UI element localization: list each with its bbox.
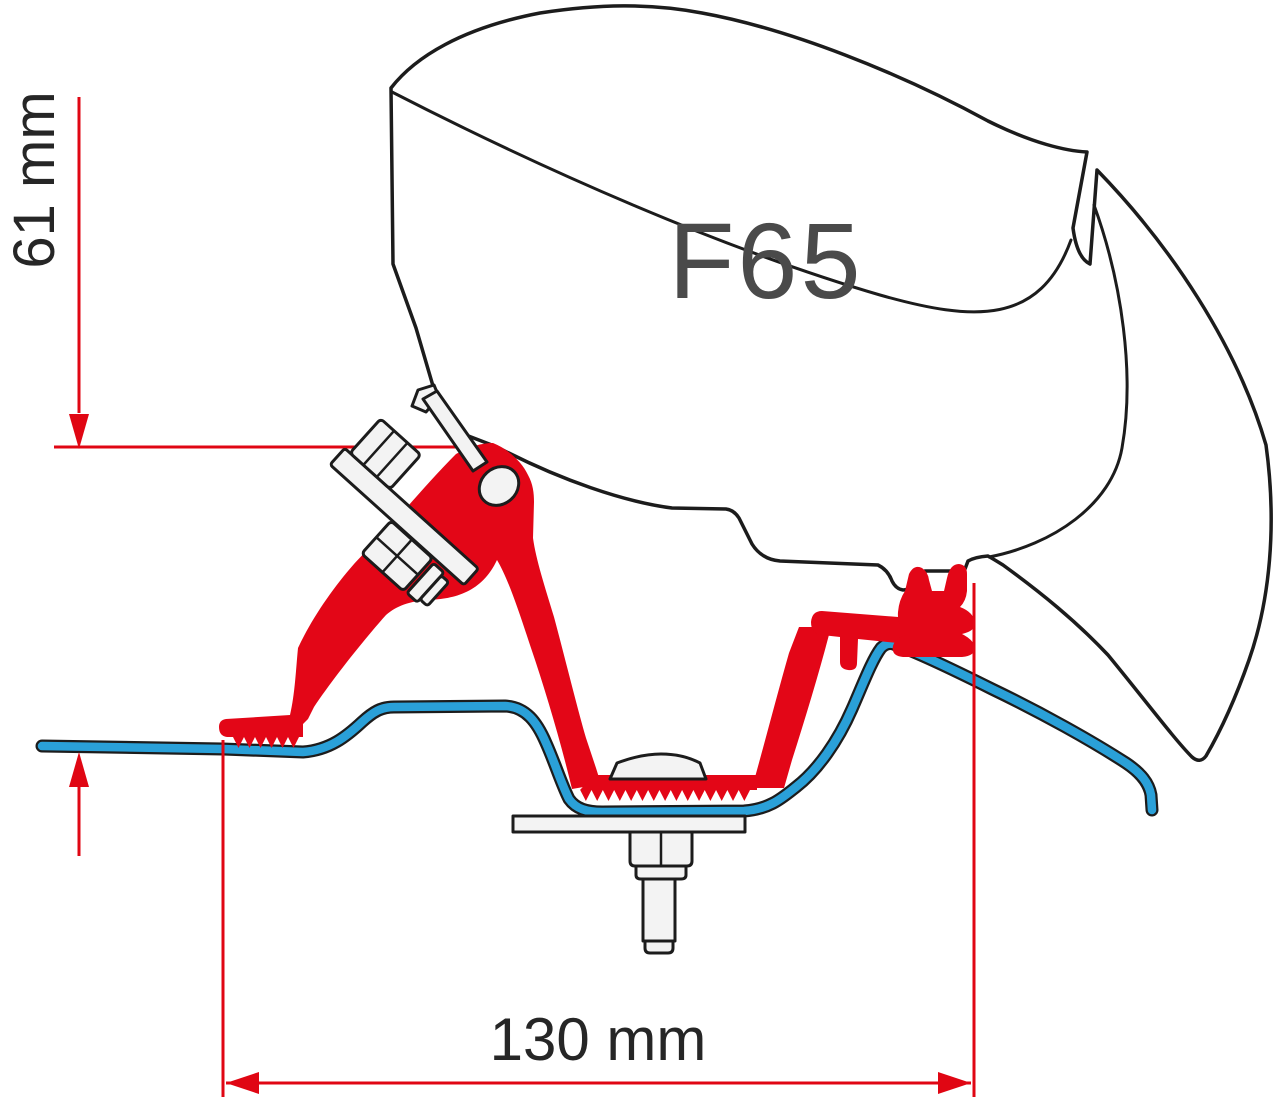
adapter-front-bracket xyxy=(219,443,601,789)
adapter-rear-clamp xyxy=(892,564,976,657)
width-dimension-label: 130 mm xyxy=(490,1006,707,1073)
clamp-washer-cap xyxy=(419,575,450,607)
awning-lid-edge-line xyxy=(987,203,1129,559)
product-label: F65 xyxy=(668,200,863,321)
roof-bolt-flange xyxy=(634,864,688,881)
bolt-cluster xyxy=(329,418,479,607)
adapter-channel-right-wall xyxy=(752,627,831,788)
clamp-bolt-head xyxy=(350,418,421,489)
roof-profile-highlight xyxy=(37,639,1157,817)
arrow-left-icon xyxy=(226,1072,259,1094)
mounting-blade xyxy=(421,389,489,473)
dimension-annotations xyxy=(54,97,976,1097)
awning-body xyxy=(389,4,1273,762)
channel-dome-nut xyxy=(608,752,708,781)
dimension-arrowheads xyxy=(69,414,971,1094)
roof-bolt-shank xyxy=(641,877,677,943)
arrow-up-icon xyxy=(69,752,89,787)
clamp-nut-facets xyxy=(375,536,419,576)
awning-outline xyxy=(389,4,1273,762)
arrow-right-icon xyxy=(938,1072,971,1094)
rail-bead xyxy=(477,465,521,507)
mounting-plate xyxy=(511,814,747,834)
hardware xyxy=(329,383,747,955)
roof-profile xyxy=(35,637,1159,819)
arrow-down-icon xyxy=(69,414,89,449)
clamp-bolt-facets xyxy=(362,429,409,478)
adapter-channel-floor xyxy=(580,775,757,801)
roof-bolt-tip xyxy=(643,939,675,955)
adapter-bracket xyxy=(219,443,976,801)
height-dimension-label: 61 mm xyxy=(2,91,67,268)
awning-seam-line xyxy=(390,90,1073,314)
